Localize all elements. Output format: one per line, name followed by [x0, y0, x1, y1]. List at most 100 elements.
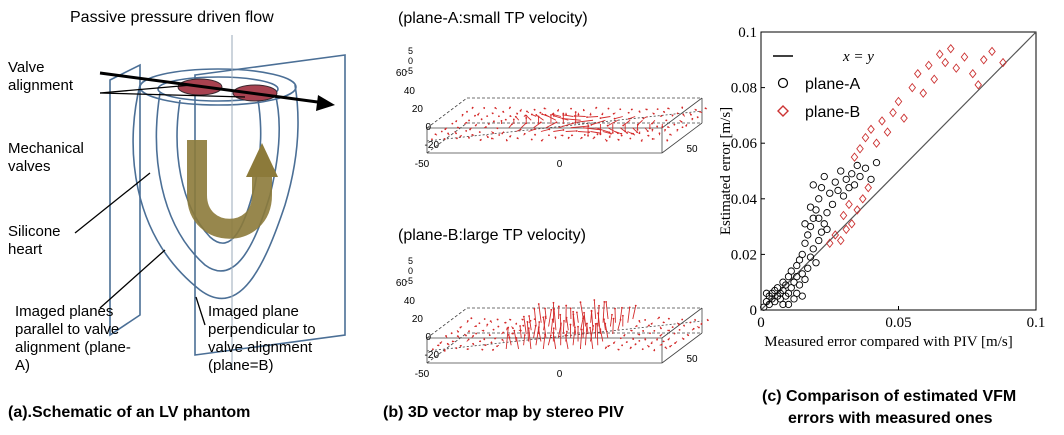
- plane-a-outline: [109, 63, 141, 337]
- identity-line: [760, 31, 1037, 311]
- vector-head: [625, 341, 628, 344]
- vector-head: [638, 339, 641, 342]
- vector-head: [607, 107, 610, 110]
- y-tick-label: 0: [425, 122, 431, 133]
- y-tick-label: 0: [750, 303, 758, 319]
- vector-head: [671, 326, 674, 329]
- label-silicone-heart: Silicone heart: [8, 223, 61, 258]
- legend-label-plane-b: plane-B: [805, 104, 860, 121]
- velocity-vector: [540, 128, 550, 132]
- vector-head: [656, 108, 659, 111]
- vector-head: [525, 114, 528, 117]
- vector-head: [592, 324, 595, 327]
- plane-a-point: [850, 181, 859, 189]
- velocity-vector: [622, 119, 631, 126]
- vector-head: [481, 348, 484, 351]
- vector-head: [648, 127, 651, 130]
- vector-head: [653, 330, 656, 332]
- vector-head: [667, 126, 669, 128]
- vector-head: [492, 349, 494, 351]
- vector-head: [509, 135, 512, 138]
- vector-head: [439, 342, 442, 344]
- vector-head: [638, 333, 641, 336]
- vector-head: [629, 346, 632, 349]
- vector-head: [580, 136, 583, 139]
- vector-head: [539, 111, 542, 114]
- vector-head: [459, 326, 462, 329]
- vector-head: [603, 318, 605, 321]
- vector-head: [553, 308, 555, 311]
- vector-head: [483, 107, 486, 109]
- velocity-vector: [607, 119, 619, 127]
- vector-head: [601, 113, 604, 116]
- plane-a-point: [798, 292, 806, 300]
- velocity-vector: [533, 325, 537, 338]
- vector-head: [660, 327, 662, 330]
- vector-head: [619, 337, 622, 340]
- vector-head: [562, 112, 565, 115]
- vector-head: [554, 136, 557, 139]
- vector-head: [651, 128, 654, 131]
- plane-a-point: [787, 267, 795, 275]
- vector-head: [565, 304, 568, 307]
- plane-a-point: [861, 164, 870, 172]
- plane-b-point: [839, 210, 848, 221]
- plane-b-point: [913, 68, 922, 79]
- plane-a-point: [804, 264, 812, 272]
- vector-head: [577, 325, 579, 328]
- vector-head: [682, 113, 685, 116]
- vector-head: [647, 345, 650, 348]
- vector-head: [644, 338, 647, 341]
- plane-a-point: [779, 300, 787, 309]
- velocity-vector: [523, 334, 526, 346]
- vector-head: [647, 134, 650, 137]
- vector-head: [582, 109, 585, 112]
- panel-c-caption-line1: (c) Comparison of estimated VFM: [762, 388, 1017, 405]
- vector-head: [552, 301, 555, 304]
- box-edge: [426, 97, 468, 129]
- vector-head: [658, 132, 661, 135]
- vector-head: [646, 130, 649, 133]
- vector-head: [565, 113, 568, 116]
- velocity-vector: [614, 116, 623, 120]
- vector-head: [617, 138, 620, 141]
- vector-head: [443, 349, 446, 352]
- vector-head: [446, 342, 449, 345]
- velocity-vector: [526, 115, 532, 121]
- vector-head: [490, 137, 493, 140]
- vector-head: [522, 315, 525, 318]
- vector-head: [561, 134, 564, 137]
- vector-head: [541, 113, 544, 116]
- vector-head: [549, 334, 552, 337]
- vector-head: [490, 341, 493, 344]
- vector-head: [514, 115, 517, 118]
- plane-b-point: [908, 82, 917, 93]
- legend-circle-swatch: [777, 77, 789, 89]
- y-tick-label: 0.06: [731, 136, 758, 152]
- plane-a-point: [815, 195, 823, 203]
- velocity-vector: [586, 116, 599, 118]
- vector-head: [552, 114, 555, 117]
- vector-head: [683, 324, 685, 327]
- vector-head: [563, 319, 565, 322]
- vector-head: [580, 328, 583, 331]
- vector-head: [537, 326, 540, 329]
- vector-head: [660, 114, 663, 117]
- vector-head: [504, 118, 507, 121]
- velocity-vector: [543, 316, 547, 331]
- plane-b-point: [930, 74, 939, 84]
- velocity-vector: [597, 313, 601, 335]
- y-tick-label: -20: [425, 350, 440, 361]
- vector-head: [550, 308, 553, 311]
- vector-head: [644, 319, 647, 321]
- vector-head: [472, 342, 474, 345]
- vector-head: [551, 318, 554, 321]
- plane-a-point: [823, 225, 831, 234]
- vector-head: [533, 108, 536, 111]
- vector-head: [630, 108, 633, 111]
- plane-b-point: [974, 80, 983, 90]
- vector-head: [638, 320, 641, 322]
- vector-head: [551, 113, 554, 116]
- vector-head: [521, 318, 524, 321]
- vector-head: [497, 325, 500, 328]
